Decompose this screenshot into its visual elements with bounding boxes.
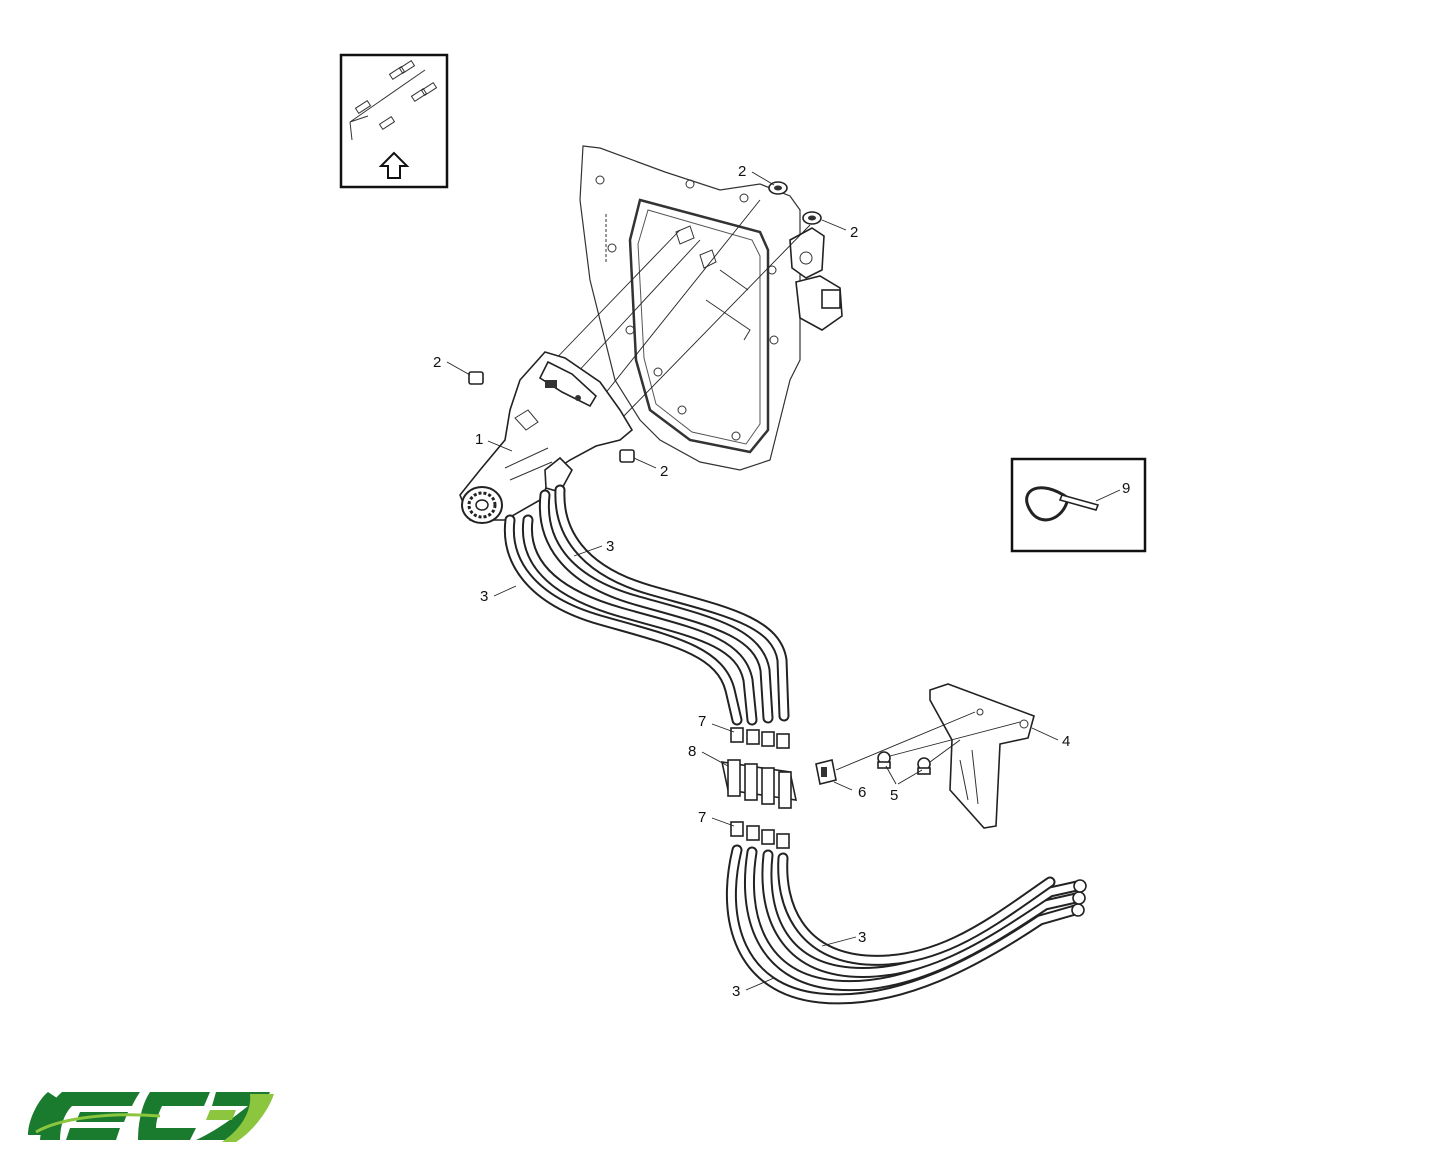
hose-clip (815, 759, 837, 785)
lower-hose-bundle (725, 844, 1087, 1005)
callout-2b: 2 (850, 224, 858, 241)
upper-hose-bundle (503, 484, 790, 726)
ecs-logo (28, 1092, 274, 1142)
assembly-guide-lines (544, 199, 811, 421)
callout-5: 5 (890, 787, 898, 804)
callout-8: 8 (688, 743, 696, 760)
callout-2a: 2 (738, 163, 746, 180)
callout-1: 1 (475, 431, 483, 448)
mounting-screws (877, 751, 931, 775)
cable-tie-icon (1025, 486, 1100, 522)
callout-9: 9 (1122, 480, 1130, 497)
valve-body-plate (579, 145, 843, 471)
callout-7a: 7 (698, 713, 706, 730)
callout-2c: 2 (433, 354, 441, 371)
upper-fittings (730, 727, 790, 749)
lower-fittings (730, 821, 790, 849)
callout-3c: 3 (858, 929, 866, 946)
callouts: 2 2 2 2 1 3 3 3 3 4 5 6 7 7 8 (433, 163, 1070, 1000)
orientation-arrow-icon (349, 59, 438, 179)
callout-2d: 2 (660, 463, 668, 480)
bracket-guide-lines (835, 711, 1021, 771)
seal-plugs (468, 181, 822, 463)
callout-3b: 3 (480, 588, 488, 605)
callout-4: 4 (1062, 733, 1070, 750)
harness-connector (459, 351, 634, 524)
coupling-block (720, 759, 798, 809)
callout-7b: 7 (698, 809, 706, 826)
orientation-inset (339, 53, 449, 189)
callout-3d: 3 (732, 983, 740, 1000)
callout-6: 6 (858, 784, 866, 801)
cable-tie-inset: 9 (1010, 457, 1147, 553)
mounting-bracket (929, 683, 1035, 829)
callout-3a: 3 (606, 538, 614, 555)
